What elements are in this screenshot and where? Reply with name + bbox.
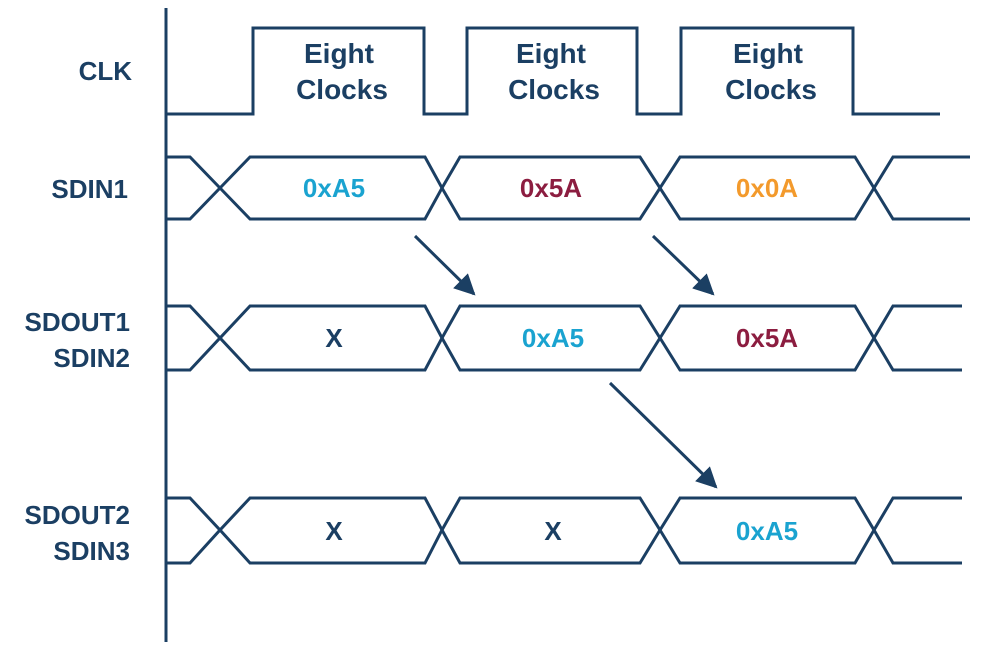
sdout1-value-1: X xyxy=(325,323,343,353)
sdout1-bus-lower xyxy=(166,334,962,372)
clk-waveform xyxy=(166,26,940,116)
sdin3-label: SDIN3 xyxy=(53,536,130,566)
sdin1-bus xyxy=(166,155,970,221)
sdin1-label: SDIN1 xyxy=(51,174,128,204)
clock-pulse-2-line2: Clocks xyxy=(508,74,600,105)
sdout2-label: SDOUT2 xyxy=(25,500,130,530)
clock-pulse-label-1: Eight Clocks xyxy=(296,38,388,105)
sdout2-bus-upper xyxy=(166,496,962,534)
sdin2-label: SDIN2 xyxy=(53,343,130,373)
sdout2-bus-lower xyxy=(166,526,962,565)
clock-pulse-3-line1: Eight xyxy=(733,38,803,69)
clock-pulse-label-2: Eight Clocks xyxy=(508,38,600,105)
arrow-0xA5-to-sdout2 xyxy=(608,381,718,489)
sdin1-value-2: 0x5A xyxy=(520,173,582,203)
arrow-0xA5-to-sdout1 xyxy=(413,234,476,296)
clock-pulse-3-line2: Clocks xyxy=(725,74,817,105)
sdout2-value-2: X xyxy=(544,516,562,546)
sdout1-value-2: 0xA5 xyxy=(522,323,584,353)
clock-pulse-label-3: Eight Clocks xyxy=(725,38,817,105)
clock-pulse-1-line2: Clocks xyxy=(296,74,388,105)
sdout2-value-1: X xyxy=(325,516,343,546)
sdout1-value-3: 0x5A xyxy=(736,323,798,353)
sdin1-value-1: 0xA5 xyxy=(303,173,365,203)
sdout2-sdin3-bus xyxy=(166,496,962,565)
arrow-0x5A-to-sdout1 xyxy=(651,234,715,296)
sdin1-value-3: 0x0A xyxy=(736,173,798,203)
clk-label: CLK xyxy=(79,56,133,86)
sdout1-sdin2-bus xyxy=(166,304,962,372)
sdin1-bus-upper xyxy=(166,155,970,192)
sdout1-bus-upper xyxy=(166,304,962,342)
sdin1-bus-lower xyxy=(166,184,970,221)
clock-pulse-1-line1: Eight xyxy=(304,38,374,69)
sdout2-value-3: 0xA5 xyxy=(736,516,798,546)
sdout1-label: SDOUT1 xyxy=(25,307,130,337)
clock-pulse-2-line1: Eight xyxy=(516,38,586,69)
